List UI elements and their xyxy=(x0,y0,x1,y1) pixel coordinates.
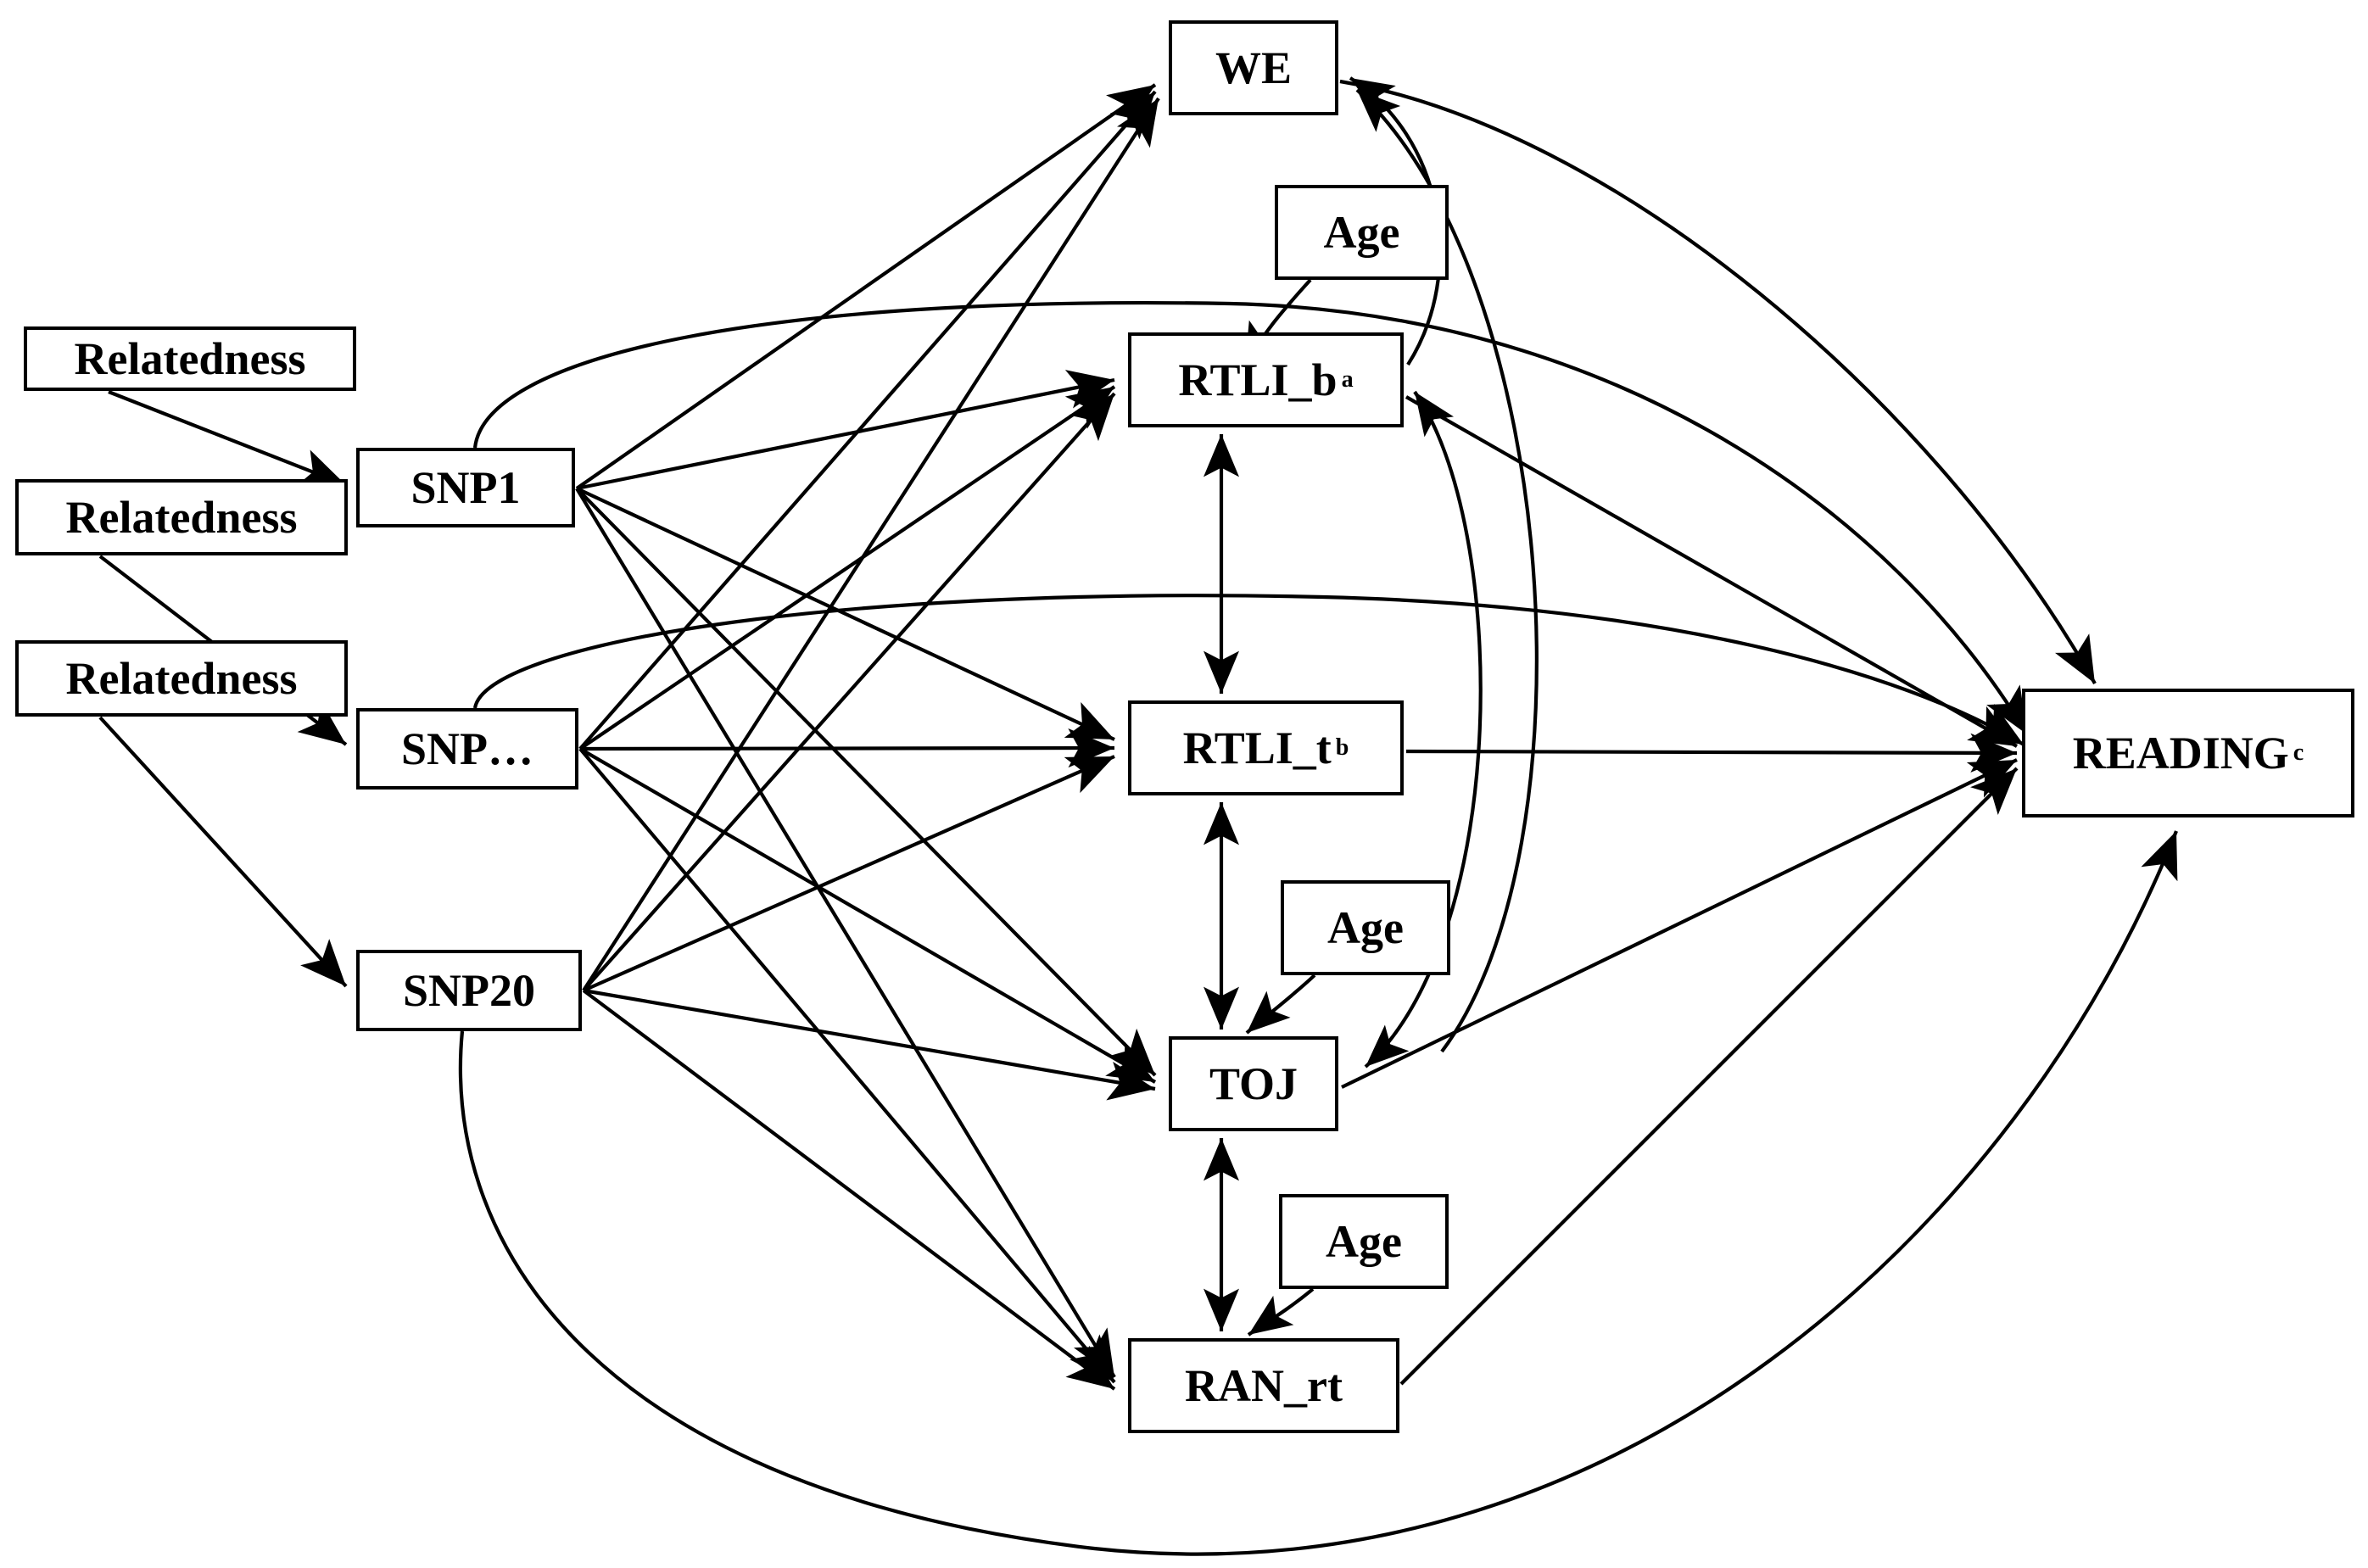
node-label-snp1: SNP1 xyxy=(410,462,521,513)
edge-snp20-rtli_t xyxy=(583,755,1115,992)
edge-snp1-reading xyxy=(472,300,2029,736)
edge-snp1-toj xyxy=(575,487,1157,1077)
edge-snpdots-rtli_b xyxy=(578,385,1116,751)
node-toj[interactable]: TOJ xyxy=(1169,1036,1338,1131)
node-age_top[interactable]: Age xyxy=(1275,185,1449,280)
node-we[interactable]: WE xyxy=(1169,20,1338,115)
edge-snp20-ran_rt xyxy=(582,989,1116,1391)
node-snp20[interactable]: SNP20 xyxy=(356,950,582,1031)
node-label-age_top: Age xyxy=(1323,207,1400,258)
edge-relatedness3-snp20 xyxy=(98,716,348,988)
edge-snp20-reading xyxy=(458,830,2178,1556)
node-superscript-reading: c xyxy=(2293,739,2304,766)
node-relatedness1[interactable]: Relatedness xyxy=(24,326,356,391)
edge-snpdots-rtli_t xyxy=(579,728,1115,768)
edge-age_bot-ran_rt xyxy=(1247,1287,1315,1336)
edge-rtli_t-reading xyxy=(1405,733,2018,773)
node-superscript-rtli_t: b xyxy=(1335,734,1349,761)
node-label-relatedness3: Relatedness xyxy=(65,653,298,704)
node-label-toj: TOJ xyxy=(1209,1058,1298,1109)
edge-relatedness1-snp1 xyxy=(108,390,347,487)
node-age_bot[interactable]: Age xyxy=(1279,1194,1449,1289)
node-relatedness3[interactable]: Relatedness xyxy=(15,640,348,717)
edge-snp1-we xyxy=(575,83,1157,490)
edge-snp1-rtli_t xyxy=(576,487,1115,741)
node-superscript-rtli_b: a xyxy=(1341,366,1354,393)
node-label-rtli_t: RTLI_t xyxy=(1182,723,1332,773)
edge-snp20-we xyxy=(582,97,1160,992)
edge-snpdots-ran_rt xyxy=(578,747,1116,1384)
edge-snp20-rtli_b xyxy=(582,392,1116,992)
edge-rtli_b-reading xyxy=(1405,395,2019,748)
node-label-snp20: SNP20 xyxy=(402,965,535,1016)
node-snpdots[interactable]: SNP… xyxy=(356,708,578,790)
node-label-reading: READING xyxy=(2072,728,2289,778)
node-ran_rt[interactable]: RAN_rt xyxy=(1128,1338,1399,1433)
edge-toj-reading xyxy=(1341,758,2018,1089)
node-age_mid[interactable]: Age xyxy=(1281,880,1450,975)
node-label-age_mid: Age xyxy=(1327,902,1404,953)
edge-snpdots-we xyxy=(578,90,1157,751)
node-label-relatedness2: Relatedness xyxy=(65,492,298,543)
node-label-ran_rt: RAN_rt xyxy=(1185,1360,1343,1411)
edge-ran_rt-reading xyxy=(1399,767,2019,1386)
node-snp1[interactable]: SNP1 xyxy=(356,448,575,527)
edge-snp20-toj xyxy=(583,988,1156,1101)
edge-snpdots-toj xyxy=(578,747,1157,1084)
node-label-relatedness1: Relatedness xyxy=(74,333,306,384)
edge-we-reading xyxy=(1339,79,2097,685)
node-label-rtli_b: RTLI_b xyxy=(1178,354,1338,405)
edge-snp1-ran_rt xyxy=(575,487,1116,1379)
edge-age_mid-toj xyxy=(1245,974,1316,1035)
edge-rtli_b-toj-curved xyxy=(1364,390,1483,1069)
edge-snp1-rtli_b xyxy=(576,370,1115,491)
node-label-age_bot: Age xyxy=(1326,1216,1402,1267)
node-label-we: WE xyxy=(1215,42,1293,93)
node-relatedness2[interactable]: Relatedness xyxy=(15,479,348,555)
edge-snpdots-reading xyxy=(472,594,2025,746)
node-label-snpdots: SNP… xyxy=(400,723,533,774)
